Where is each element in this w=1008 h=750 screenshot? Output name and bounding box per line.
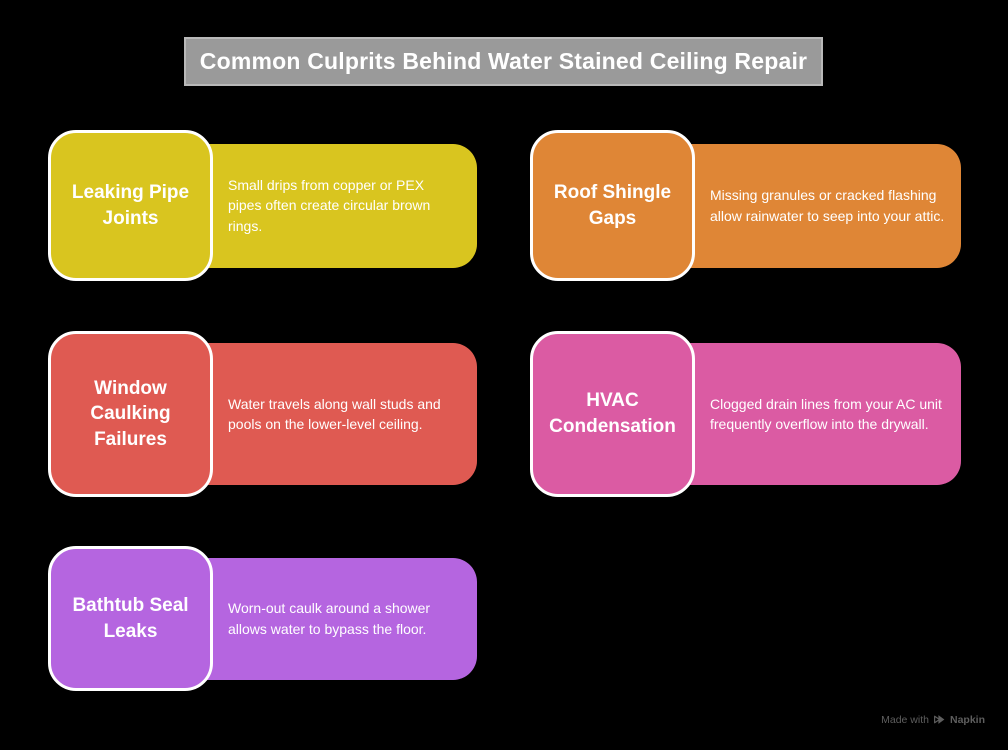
card-title: Leaking Pipe Joints: [71, 181, 190, 229]
card-title: Roof Shingle Gaps: [553, 181, 672, 229]
watermark-prefix: Made with: [881, 713, 929, 726]
card-description-panel: Water travels along wall studs and pools…: [164, 343, 477, 485]
card-title-badge: Leaking Pipe Joints: [48, 130, 213, 281]
card-title: Window Caulking Failures: [90, 377, 171, 450]
card-description: Water travels along wall studs and pools…: [228, 395, 441, 432]
card-description-panel: Small drips from copper or PEX pipes oft…: [164, 143, 477, 268]
card-title: HVAC Condensation: [549, 390, 676, 437]
napkin-logo-icon: [933, 713, 946, 726]
card-title-badge: Roof Shingle Gaps: [530, 130, 695, 281]
card-title-badge: HVAC Condensation: [530, 331, 695, 497]
card-hvac-condensation: Clogged drain lines from your AC unit fr…: [530, 331, 961, 497]
card-bathtub-seal-leaks: Worn-out caulk around a shower allows wa…: [48, 546, 477, 691]
card-description-panel: Clogged drain lines from your AC unit fr…: [646, 343, 961, 485]
card-title: Bathtub Seal Leaks: [72, 594, 189, 642]
card-title-badge: Bathtub Seal Leaks: [48, 546, 213, 691]
title-box: Common Culprits Behind Water Stained Cei…: [184, 37, 823, 86]
card-window-caulking-failures: Water travels along wall studs and pools…: [48, 331, 477, 497]
watermark-brand: Napkin: [949, 713, 985, 726]
card-leaking-pipe-joints: Small drips from copper or PEX pipes oft…: [48, 130, 477, 281]
card-description: Missing granules or cracked flashing all…: [710, 187, 945, 224]
card-description: Clogged drain lines from your AC unit fr…: [710, 395, 942, 432]
page-title: Common Culprits Behind Water Stained Cei…: [199, 48, 808, 74]
card-title-badge: Window Caulking Failures: [48, 331, 213, 497]
card-description-panel: Worn-out caulk around a shower allows wa…: [164, 557, 477, 680]
card-roof-shingle-gaps: Missing granules or cracked flashing all…: [530, 130, 961, 281]
card-description: Worn-out caulk around a shower allows wa…: [228, 600, 431, 637]
card-description-panel: Missing granules or cracked flashing all…: [646, 143, 961, 268]
card-description: Small drips from copper or PEX pipes oft…: [228, 177, 431, 234]
watermark: Made with Napkin: [881, 713, 985, 726]
